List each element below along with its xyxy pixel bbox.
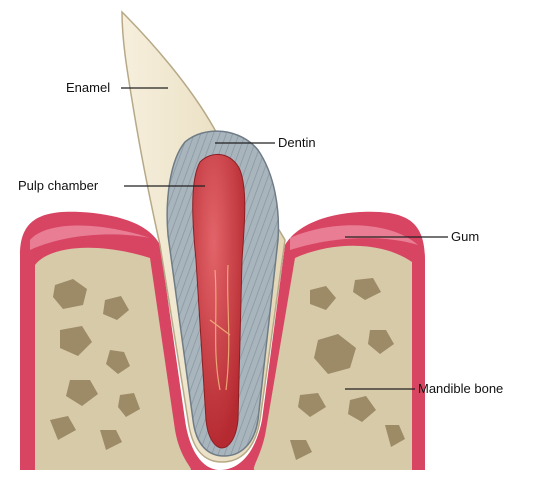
- label-dentin-text: Dentin: [278, 135, 316, 150]
- label-gum-text: Gum: [451, 229, 479, 244]
- label-enamel-text: Enamel: [66, 80, 110, 95]
- label-pulp-chamber-text: Pulp chamber: [18, 178, 99, 193]
- label-mandible-bone-text: Mandible bone: [418, 381, 503, 396]
